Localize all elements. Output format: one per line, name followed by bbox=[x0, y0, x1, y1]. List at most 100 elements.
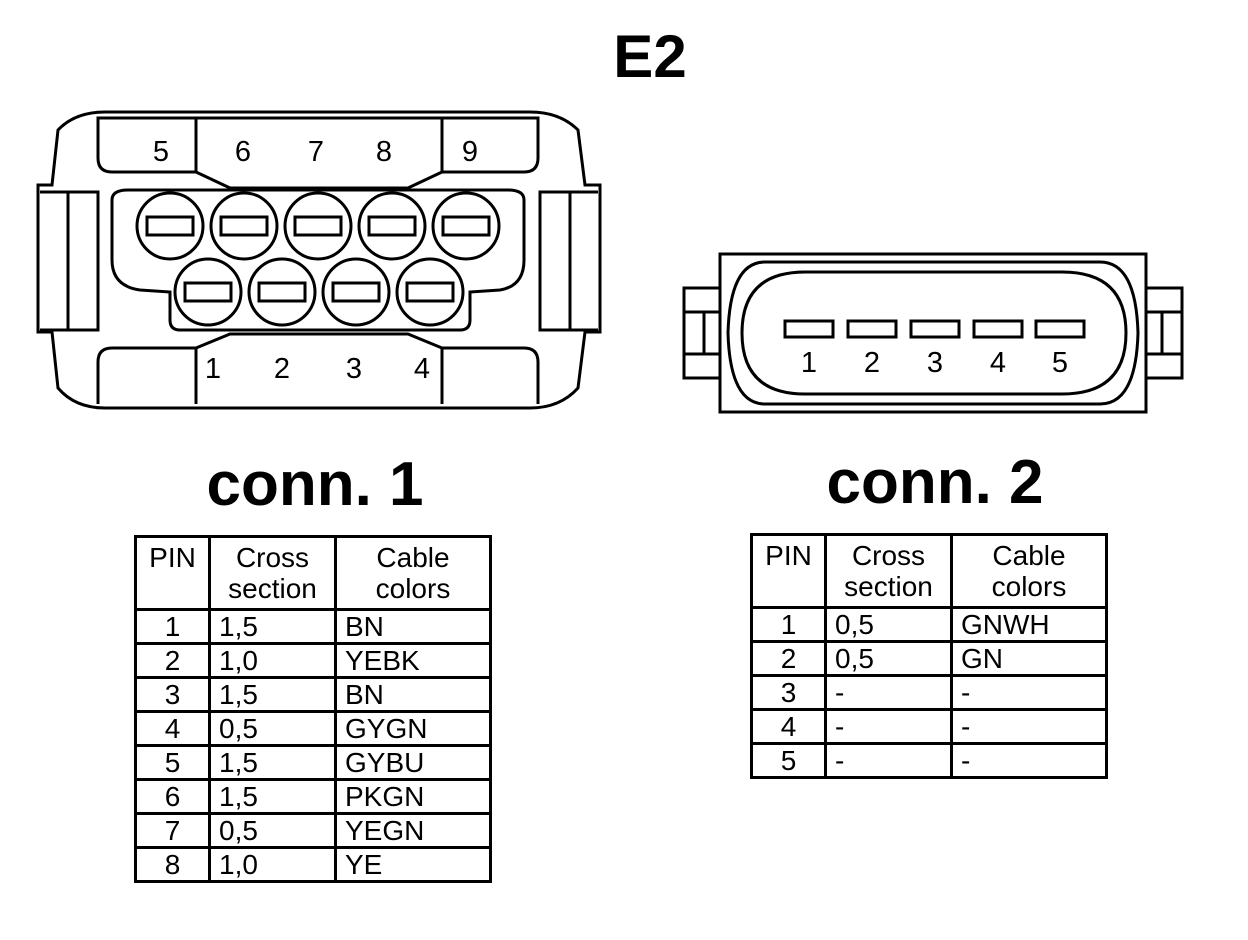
cross-section-cell: 0,5 bbox=[208, 710, 337, 747]
conn1-pin-label-7: 7 bbox=[308, 136, 324, 168]
table-row: 1 1,5 BN bbox=[134, 608, 492, 645]
cross-section-cell: - bbox=[824, 674, 953, 711]
table-row: 5 - - bbox=[750, 742, 1108, 779]
conn1-pin-label-1: 1 bbox=[205, 353, 221, 385]
cable-color-cell: - bbox=[950, 742, 1108, 779]
header-pin: PIN bbox=[750, 533, 827, 609]
connector-2-left-latch bbox=[682, 286, 720, 380]
connector-1-housing bbox=[36, 110, 602, 410]
cross-section-cell: 1,0 bbox=[208, 642, 337, 679]
connector-2-housing bbox=[718, 252, 1148, 414]
pin-cell: 8 bbox=[134, 846, 211, 883]
connector-1-top-center-tab bbox=[195, 116, 444, 190]
conn1-pin-label-3: 3 bbox=[346, 353, 362, 385]
conn1-pin-cavity-7 bbox=[283, 191, 353, 261]
cross-section-cell: - bbox=[824, 708, 953, 745]
cable-color-cell: GYGN bbox=[334, 710, 492, 747]
header-cross-section: Cross section bbox=[208, 535, 337, 611]
pin-cell: 5 bbox=[134, 744, 211, 781]
pin-cell: 6 bbox=[134, 778, 211, 815]
table-row: 5 1,5 GYBU bbox=[134, 744, 492, 781]
cable-color-cell: GNWH bbox=[950, 606, 1108, 643]
cross-section-cell: 1,5 bbox=[208, 744, 337, 781]
connector-2-drawing bbox=[682, 252, 1184, 414]
connector-1-top-pins bbox=[135, 191, 501, 261]
conn1-pin-cavity-4 bbox=[395, 257, 465, 327]
connector-1-top-right-tab bbox=[442, 116, 540, 174]
table-row: 8 1,0 YE bbox=[134, 846, 492, 883]
connector-1-title: conn. 1 bbox=[206, 450, 424, 519]
conn1-pin-cavity-9 bbox=[431, 191, 501, 261]
diagram-title: E2 bbox=[613, 23, 687, 90]
pin-cell: 1 bbox=[750, 606, 827, 643]
connector-1-bottom-left-tab bbox=[96, 346, 198, 404]
cross-section-cell: 0,5 bbox=[824, 640, 953, 677]
cross-section-cell: 0,5 bbox=[824, 606, 953, 643]
cross-section-cell: 1,0 bbox=[208, 846, 337, 883]
header-cable-colors: Cable colors bbox=[950, 533, 1108, 609]
pin-cell: 4 bbox=[750, 708, 827, 745]
conn1-pin-label-9: 9 bbox=[462, 136, 478, 168]
conn2-pin-label-5: 5 bbox=[1052, 347, 1068, 379]
table-row: 3 - - bbox=[750, 674, 1108, 711]
connector-2-title: conn. 2 bbox=[826, 448, 1044, 517]
conn1-pin-label-4: 4 bbox=[414, 353, 430, 385]
conn1-pin-cavity-6 bbox=[209, 191, 279, 261]
conn2-pin-3 bbox=[909, 319, 961, 339]
cable-color-cell: BN bbox=[334, 676, 492, 713]
conn1-pin-label-5: 5 bbox=[153, 136, 169, 168]
conn1-pin-cavity-1 bbox=[173, 257, 243, 327]
pin-cell: 3 bbox=[750, 674, 827, 711]
cable-color-cell: YEBK bbox=[334, 642, 492, 679]
pin-cell: 1 bbox=[134, 608, 211, 645]
table-header-row: PIN Cross section Cable colors bbox=[134, 535, 492, 611]
cross-section-cell: - bbox=[824, 742, 953, 779]
conn1-pin-label-6: 6 bbox=[235, 136, 251, 168]
connector-2-face bbox=[740, 270, 1128, 396]
pin-cell: 3 bbox=[134, 676, 211, 713]
cross-section-cell: 1,5 bbox=[208, 676, 337, 713]
cable-color-cell: - bbox=[950, 674, 1108, 711]
conn2-pin-label-2: 2 bbox=[864, 347, 880, 379]
cross-section-cell: 0,5 bbox=[208, 812, 337, 849]
cable-color-cell: - bbox=[950, 708, 1108, 745]
conn2-pin-4 bbox=[972, 319, 1024, 339]
connector-1-top-left-tab bbox=[96, 116, 198, 174]
table-header-row: PIN Cross section Cable colors bbox=[750, 533, 1108, 609]
header-cross-section: Cross section bbox=[824, 533, 953, 609]
table-row: 2 1,0 YEBK bbox=[134, 642, 492, 679]
pin-cell: 7 bbox=[134, 812, 211, 849]
pin-cell: 5 bbox=[750, 742, 827, 779]
conn2-pin-label-1: 1 bbox=[801, 347, 817, 379]
table-row: 1 0,5 GNWH bbox=[750, 606, 1108, 643]
cross-section-cell: 1,5 bbox=[208, 778, 337, 815]
conn2-pin-label-4: 4 bbox=[990, 347, 1006, 379]
connector-2-inner-shell bbox=[726, 260, 1140, 406]
cable-color-cell: GYBU bbox=[334, 744, 492, 781]
cable-color-cell: BN bbox=[334, 608, 492, 645]
cable-color-cell: GN bbox=[950, 640, 1108, 677]
header-cable-colors: Cable colors bbox=[334, 535, 492, 611]
connector-2-pin-table: PIN Cross section Cable colors 1 0,5 GNW… bbox=[750, 533, 1108, 779]
conn1-pin-cavity-2 bbox=[247, 257, 317, 327]
conn1-pin-label-2: 2 bbox=[274, 353, 290, 385]
table-row: 4 - - bbox=[750, 708, 1108, 745]
connector-1-drawing bbox=[36, 110, 602, 410]
pin-cell: 4 bbox=[134, 710, 211, 747]
cross-section-cell: 1,5 bbox=[208, 608, 337, 645]
table-row: 2 0,5 GN bbox=[750, 640, 1108, 677]
connector-1-bottom-pins bbox=[173, 257, 465, 327]
table-row: 7 0,5 YEGN bbox=[134, 812, 492, 849]
table-row: 3 1,5 BN bbox=[134, 676, 492, 713]
connector-1-pin-table: PIN Cross section Cable colors 1 1,5 BN … bbox=[134, 535, 492, 883]
connector-2-right-latch bbox=[1146, 286, 1184, 380]
conn1-pin-cavity-3 bbox=[321, 257, 391, 327]
conn2-pin-2 bbox=[846, 319, 898, 339]
conn1-pin-label-8: 8 bbox=[376, 136, 392, 168]
table-row: 6 1,5 PKGN bbox=[134, 778, 492, 815]
table-row: 4 0,5 GYGN bbox=[134, 710, 492, 747]
conn2-pin-1 bbox=[783, 319, 835, 339]
connector-1-bottom-right-tab bbox=[440, 346, 540, 404]
conn1-pin-cavity-5 bbox=[135, 191, 205, 261]
